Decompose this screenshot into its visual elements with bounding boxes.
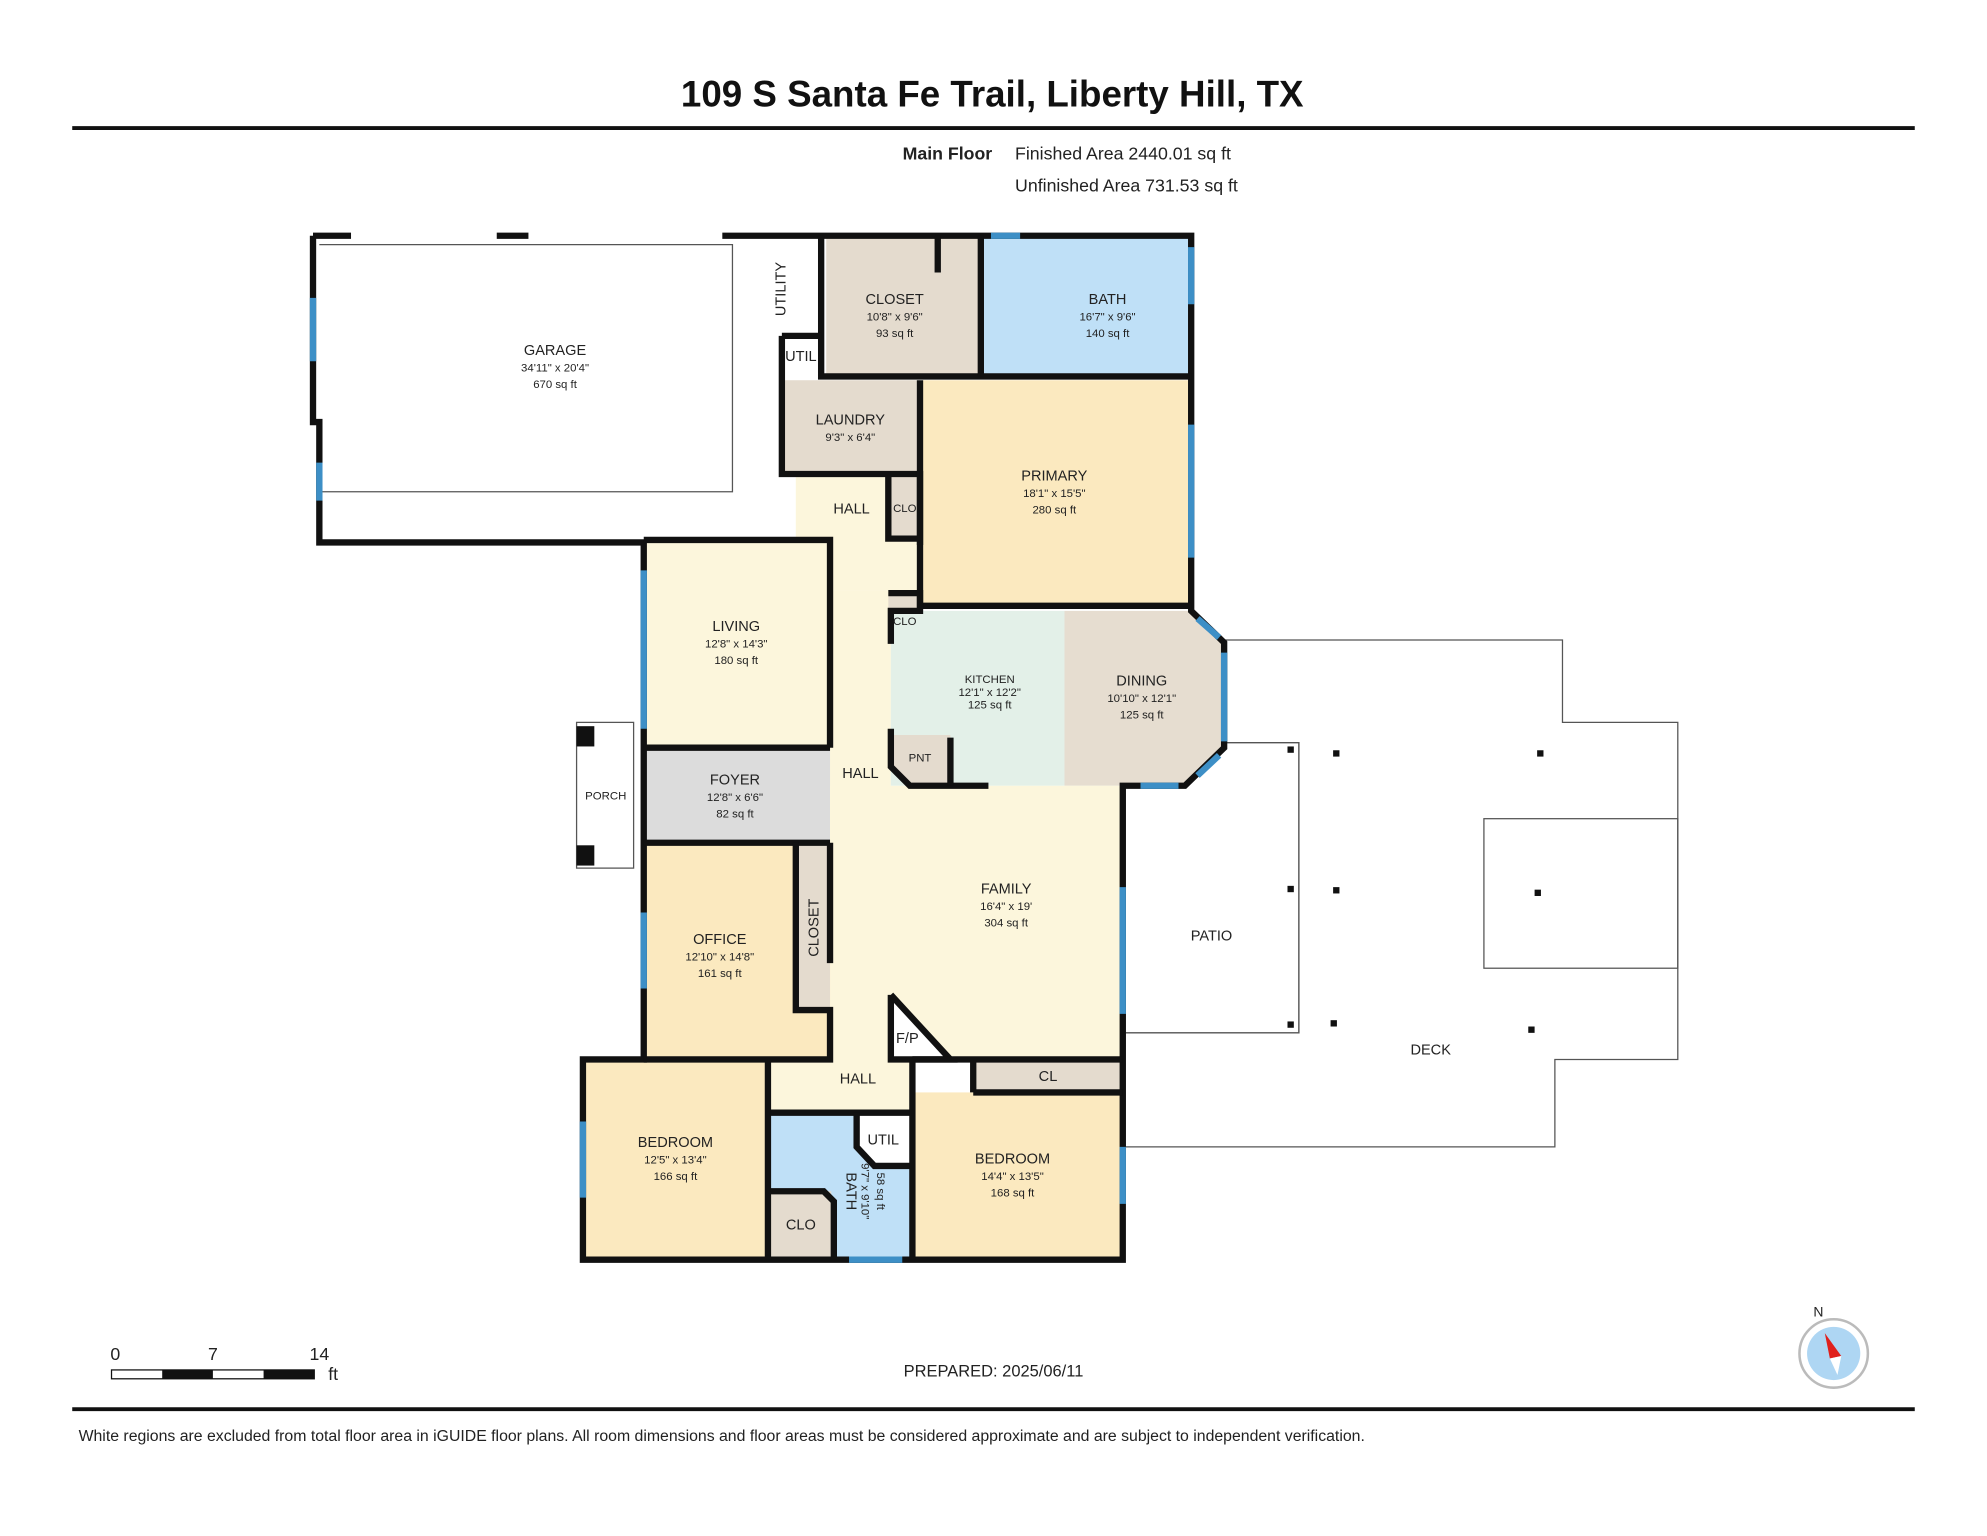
compass-north-label: N xyxy=(1813,1304,1823,1320)
fireplace-label: F/P xyxy=(896,1031,919,1047)
scale-bar: 0 7 14 ft xyxy=(110,1344,338,1384)
utility-label: UTILITY xyxy=(774,262,790,316)
cl-label: CL xyxy=(1039,1069,1058,1085)
porch-label: PORCH xyxy=(585,791,626,803)
hall-label: HALL xyxy=(840,1072,876,1088)
closet-label: CLOSET xyxy=(807,898,823,956)
patio-label: PATIO xyxy=(1191,928,1233,944)
pantry-label: PNT xyxy=(909,753,932,765)
rooms xyxy=(582,238,1225,1260)
unfinished-area: Unfinished Area 731.53 sq ft xyxy=(1015,175,1238,195)
disclaimer: White regions are excluded from total fl… xyxy=(79,1428,1365,1445)
hall-label: HALL xyxy=(833,501,869,517)
scale-unit: ft xyxy=(328,1364,338,1384)
util-label: UTIL xyxy=(867,1132,899,1148)
clo-label: CLO xyxy=(893,616,917,628)
compass-icon: N xyxy=(1798,1304,1870,1389)
page-title: 109 S Santa Fe Trail, Liberty Hill, TX xyxy=(681,74,1304,115)
clo-label: CLO xyxy=(786,1217,816,1233)
finished-area: Finished Area 2440.01 sq ft xyxy=(1015,144,1231,164)
floor-label: Main Floor xyxy=(903,144,993,164)
prepared-date: PREPARED: 2025/06/11 xyxy=(904,1362,1084,1380)
bath-label: BATH9'7" x 9'10"58 sq ft xyxy=(843,1163,886,1219)
porch: PORCH xyxy=(575,721,635,869)
util-label: UTIL xyxy=(785,349,817,365)
hall-label: HALL xyxy=(842,766,878,782)
scale-tick: 14 xyxy=(309,1344,329,1364)
scale-tick: 7 xyxy=(208,1344,218,1364)
scale-tick: 0 xyxy=(110,1344,120,1364)
deck-label: DECK xyxy=(1410,1042,1451,1058)
clo-label: CLO xyxy=(893,503,917,515)
walls xyxy=(309,232,1228,1263)
